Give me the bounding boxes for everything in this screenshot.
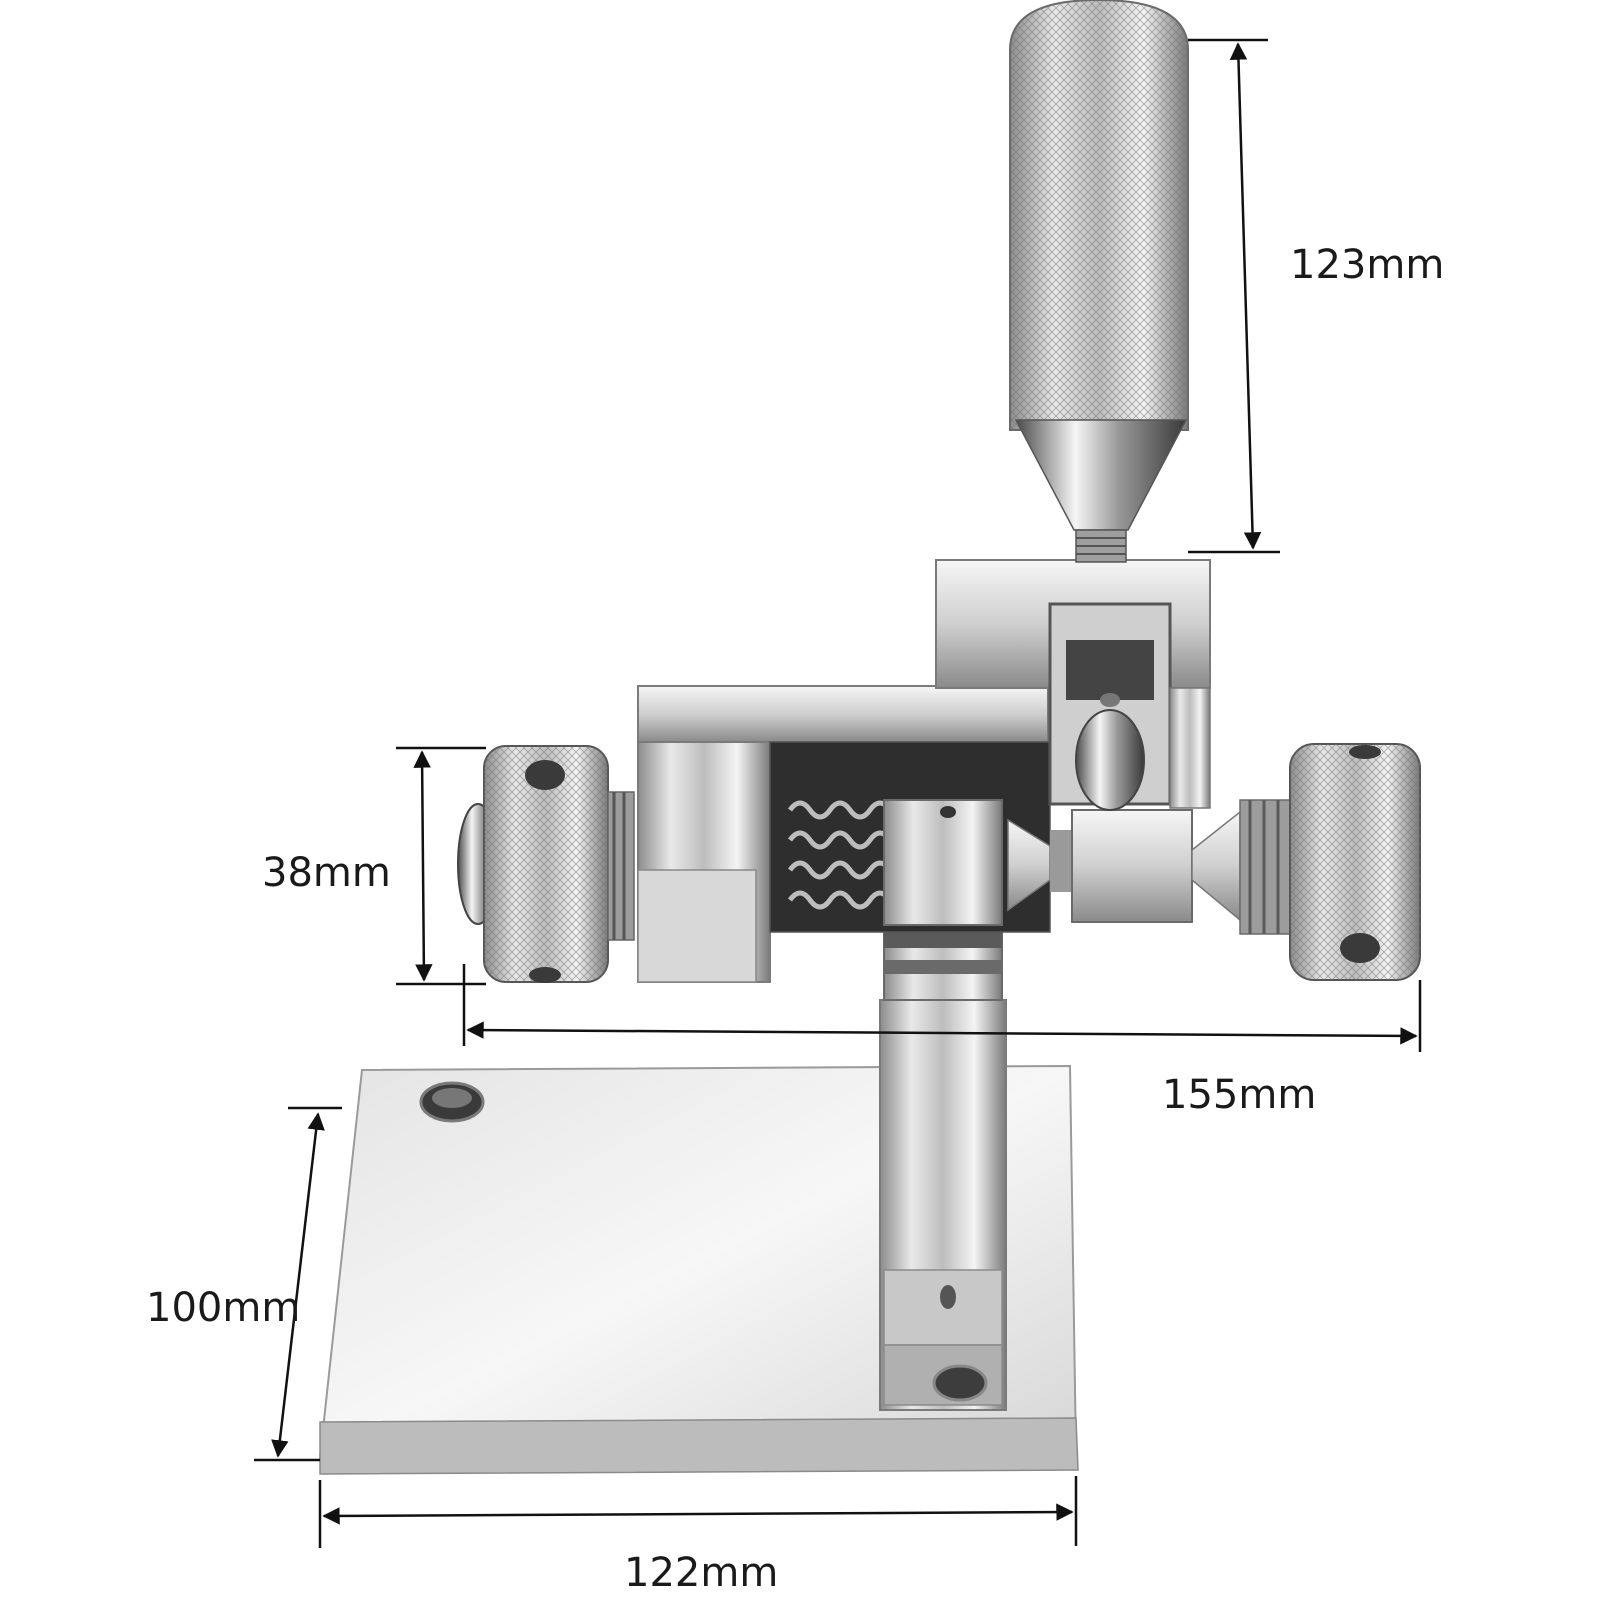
vertical-post bbox=[879, 999, 1007, 1411]
gear-rack bbox=[883, 919, 1003, 1001]
dimension-knob-diameter bbox=[396, 746, 486, 986]
left-knob bbox=[457, 745, 635, 983]
handle-height-label: 123mm bbox=[1290, 242, 1445, 288]
dimension-overall-width bbox=[462, 964, 1422, 1052]
overall-width-label: 155mm bbox=[1162, 1072, 1317, 1118]
base-depth-label: 100mm bbox=[146, 1285, 301, 1331]
knob-diameter-label: 38mm bbox=[262, 850, 391, 896]
horizontal-shaft bbox=[1007, 799, 1293, 935]
handle-cone bbox=[1014, 419, 1188, 531]
dimension-base-depth bbox=[254, 1106, 342, 1462]
dimension-handle-height bbox=[1188, 38, 1280, 554]
handle bbox=[1009, 0, 1189, 563]
base-width-label: 122mm bbox=[624, 1550, 779, 1596]
cutting-wheel bbox=[1075, 693, 1145, 811]
carriage-block bbox=[883, 799, 1003, 926]
dimension-base-width bbox=[318, 1476, 1078, 1548]
right-knob-hole-icon bbox=[1340, 933, 1380, 963]
spring bbox=[787, 800, 893, 910]
right-knob bbox=[1289, 743, 1421, 981]
left-knob-hole-icon bbox=[525, 760, 565, 790]
post-screw-icon bbox=[932, 1364, 988, 1402]
